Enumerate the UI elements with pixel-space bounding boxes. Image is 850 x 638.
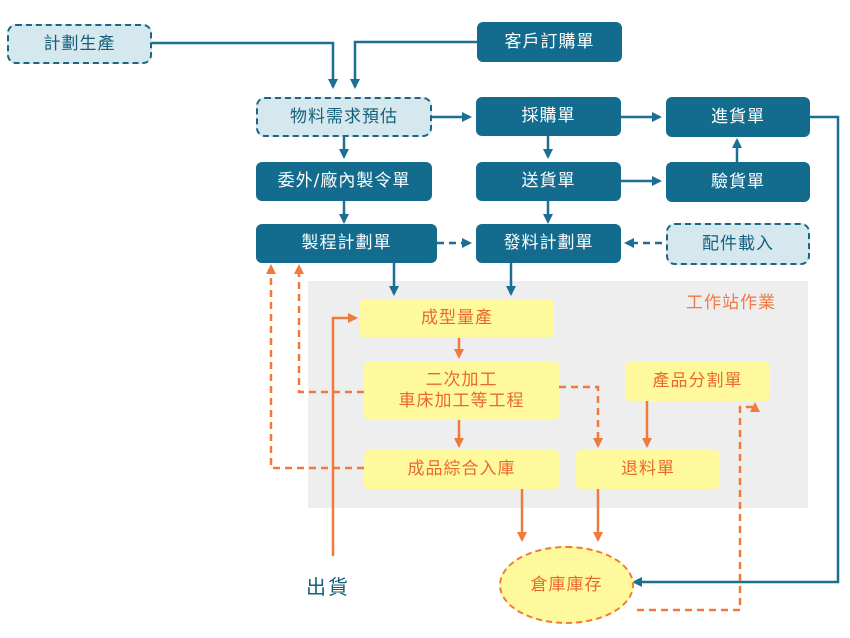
arrow-inventory-to-split <box>637 402 760 612</box>
arrow-shipment-to-molding <box>331 313 358 556</box>
purchase-order-node: 採購單 <box>476 97 621 136</box>
arrow-secondary-to-process <box>294 264 364 394</box>
customer-order-node: 客戶訂購單 <box>477 22 622 62</box>
finished-storage-node: 成品綜合入庫 <box>364 450 559 489</box>
parts-loading-node: 配件載入 <box>666 223 810 265</box>
shipment-label: 出貨 <box>306 575 350 599</box>
material-issue-plan-node: 發料計劃單 <box>476 224 621 263</box>
secondary-processing-node: 二次加工 車床加工等工程 <box>364 361 559 420</box>
workstation-zone-label: 工作站作業 <box>686 293 776 313</box>
material-return-node: 退料單 <box>576 450 720 489</box>
inspection-node: 驗貨單 <box>666 162 810 202</box>
secondary-processing-line1: 二次加工 <box>425 370 498 391</box>
delivery-note-node: 送貨單 <box>476 162 621 201</box>
inventory-node: 倉庫庫存 <box>499 546 634 624</box>
plan-production-node: 計劃生產 <box>7 24 152 64</box>
mrp-node: 物料需求預估 <box>256 97 432 137</box>
arrow-receiving-to-inventory <box>632 115 840 587</box>
process-plan-node: 製程計劃單 <box>256 224 437 263</box>
arrow-finished-to-process <box>266 264 364 470</box>
product-split-node: 產品分割單 <box>625 362 770 401</box>
arrow-order-to-mrp <box>350 40 477 89</box>
outsource-order-node: 委外/廠內製令單 <box>256 162 432 201</box>
arrow-plan-to-mrp <box>152 41 338 89</box>
secondary-processing-line2: 車床加工等工程 <box>398 390 525 411</box>
molding-node: 成型量產 <box>360 299 554 338</box>
arrow-secondary-to-return <box>559 385 603 448</box>
receiving-note-node: 進貨單 <box>666 97 810 137</box>
